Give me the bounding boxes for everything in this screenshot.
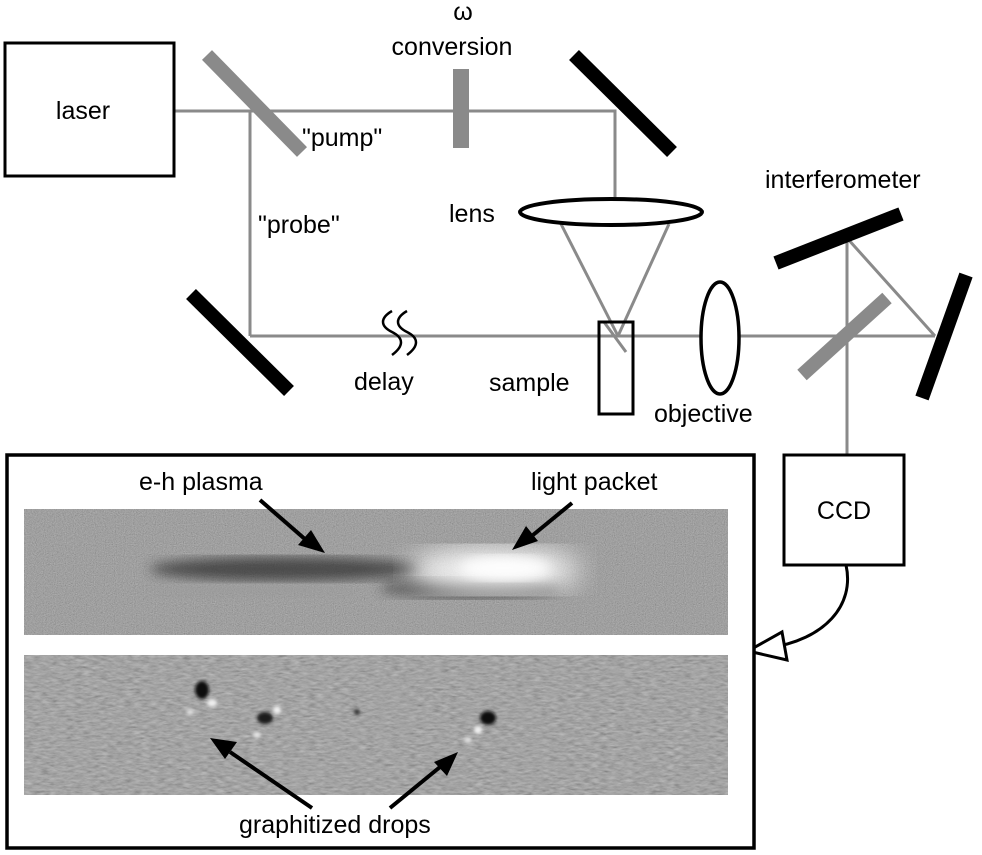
conversion-crystal	[453, 69, 469, 148]
interferometer-beamsplitter	[797, 292, 892, 381]
light-packet-label: light packet	[531, 468, 658, 496]
ccd-box: CCD	[782, 453, 906, 567]
ccd-label: CCD	[817, 497, 871, 525]
mirror-bottom-left	[186, 289, 294, 396]
pump-label: "pump"	[302, 124, 382, 152]
objective-lens	[699, 280, 741, 396]
image-plasma-light-packet	[24, 509, 728, 635]
focusing-lens	[518, 197, 704, 227]
interferometer-label: interferometer	[765, 166, 921, 194]
mirror-top	[569, 50, 677, 157]
delay-label: delay	[354, 368, 414, 396]
objective-label: objective	[654, 400, 753, 428]
beam-paths	[174, 109, 937, 455]
lens-label: lens	[449, 200, 495, 228]
eh-plasma-label: e-h plasma	[139, 468, 263, 496]
laser-label: laser	[56, 97, 110, 125]
conversion-label: conversion	[392, 33, 513, 61]
ccd-output-arrow	[743, 564, 849, 662]
laser-box: laser	[3, 41, 176, 178]
image-graphitized-drops	[24, 655, 728, 795]
panel-arrows	[210, 498, 574, 810]
delay-icon	[381, 309, 418, 356]
graphitized-drops-label: graphitized drops	[239, 811, 431, 839]
probe-label: "probe"	[258, 211, 340, 239]
omega-label: ω	[453, 0, 473, 26]
sample-cell	[597, 320, 635, 416]
beamsplitter-pump-probe	[201, 50, 308, 157]
interferometer-mirror-top	[773, 207, 904, 270]
sample-label: sample	[489, 369, 570, 397]
interferometer-mirror-right	[915, 272, 973, 401]
